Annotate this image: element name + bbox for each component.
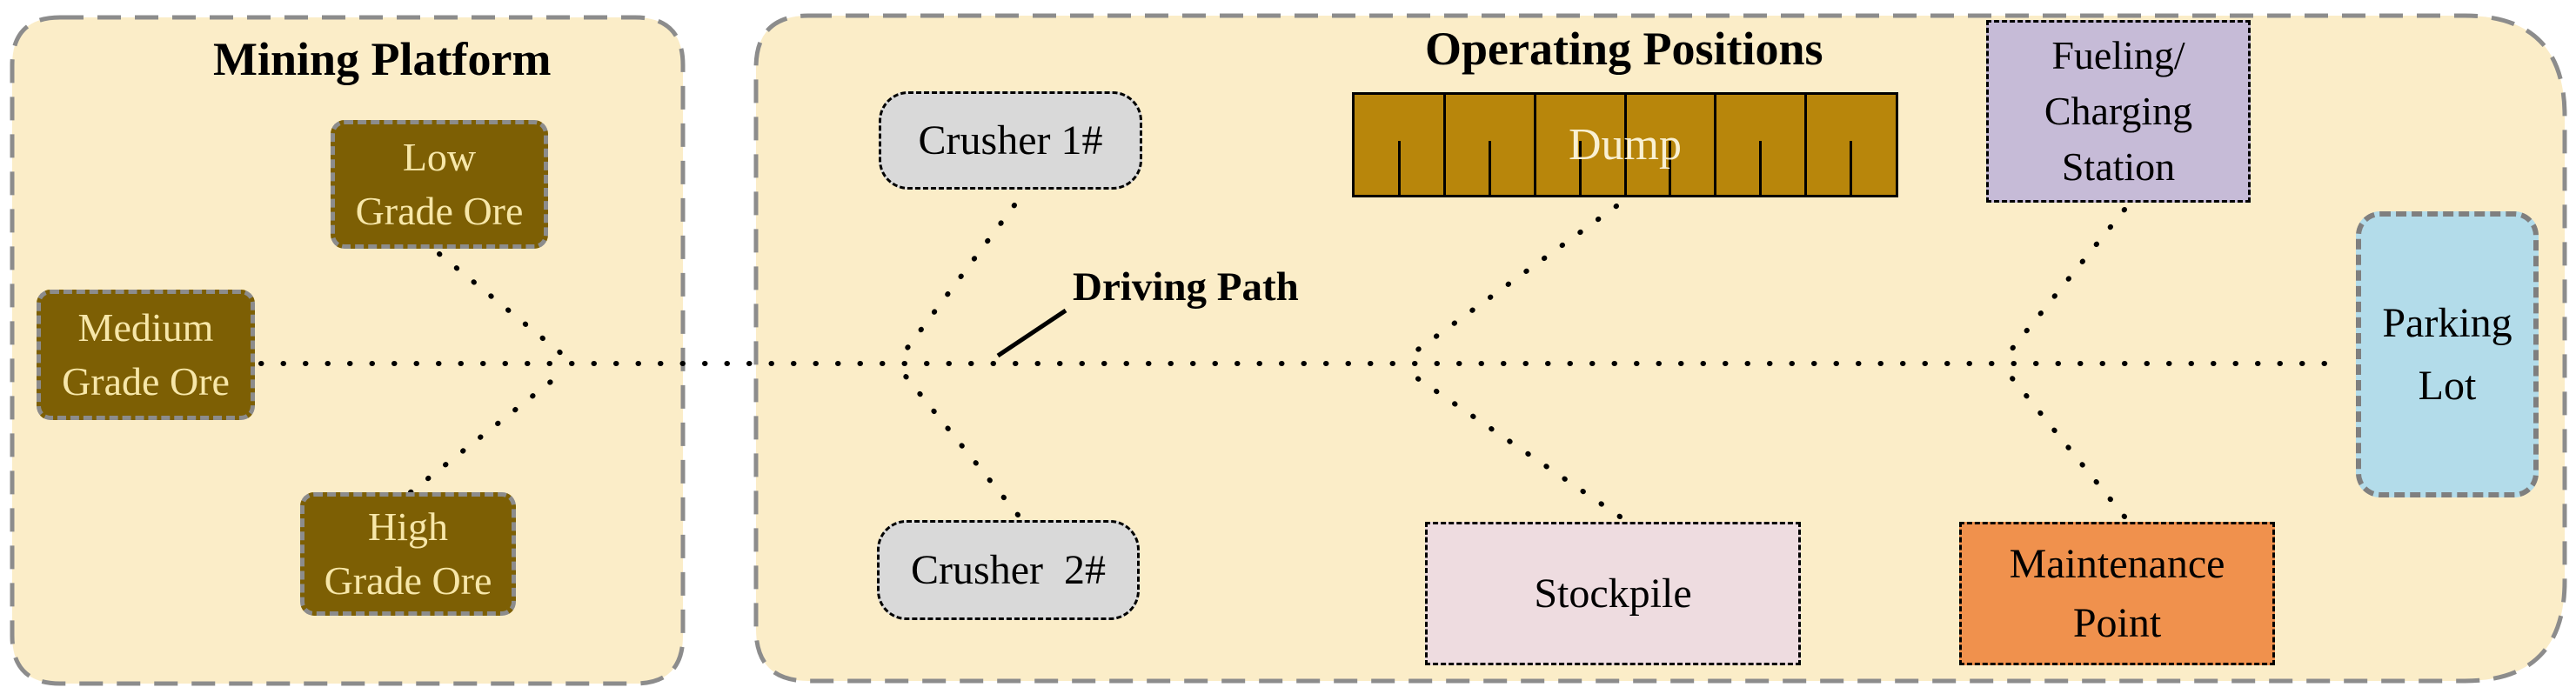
dump-box: Dump [1352, 92, 1898, 197]
operating-positions-title: Operating Positions [1425, 23, 1823, 75]
dump-label: Dump [1569, 120, 1682, 170]
dump-bay-divider [1443, 95, 1447, 195]
parking-lot-box: Parking Lot [2356, 211, 2539, 497]
crusher-1-box: Crusher 1# [879, 91, 1142, 190]
fueling-charging-station-box: Fueling/ Charging Station [1986, 20, 2251, 203]
mining-platform-title: Mining Platform [213, 33, 552, 85]
medium-grade-ore-box: Medium Grade Ore [37, 290, 255, 420]
high-grade-ore-box: High Grade Ore [300, 492, 516, 616]
crusher-2-box: Crusher 2# [877, 520, 1140, 620]
edge-stockpile [1403, 368, 1623, 519]
low-grade-ore-box: Low Grade Ore [331, 120, 548, 249]
dump-bay-divider [1714, 95, 1717, 195]
dump-bay-tick [1669, 140, 1672, 195]
dump-bay-tick [1489, 140, 1491, 195]
driving-path-label: Driving Path [1073, 264, 1299, 310]
maintenance-point-box: Maintenance Point [1959, 522, 2275, 665]
dump-bay-tick [1849, 140, 1852, 195]
dump-bays [1355, 95, 1896, 195]
dump-bay-tick [1759, 140, 1762, 195]
dump-bay-divider [1533, 95, 1536, 195]
dump-bay-tick [1578, 140, 1582, 195]
dump-bay-tick [1398, 140, 1402, 195]
driving-path-callout-line [996, 308, 1067, 358]
edge-crusher-2 [897, 366, 1020, 517]
dump-bay-divider [1623, 95, 1627, 195]
dump-bay-divider [1803, 95, 1807, 195]
edge-dump [1403, 204, 1619, 361]
stockpile-box: Stockpile [1425, 522, 1801, 665]
